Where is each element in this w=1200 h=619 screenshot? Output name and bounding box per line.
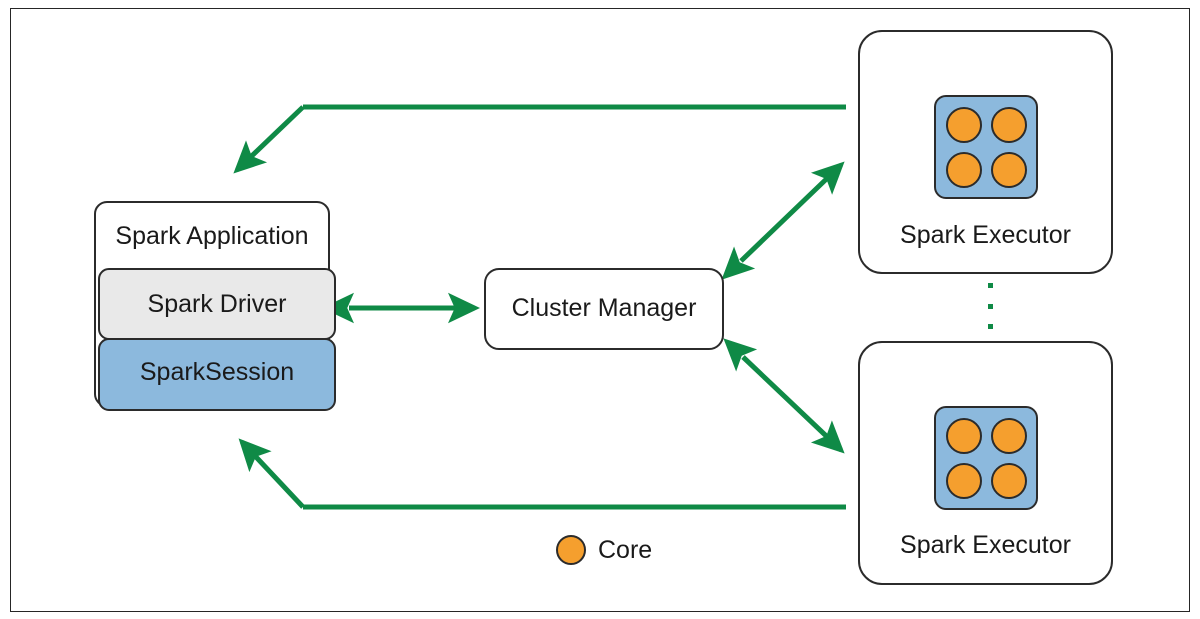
core-group-top (934, 95, 1038, 199)
legend-core: Core (556, 533, 652, 567)
spark-executor-bottom-label: Spark Executor (900, 531, 1071, 559)
core-icon (990, 151, 1027, 188)
arrow-bottom-executor-to-driver (238, 438, 846, 510)
core-circle-icon (556, 535, 586, 565)
core-group-bottom (934, 406, 1038, 510)
spark-driver-box[interactable] (98, 268, 336, 340)
core-icon (990, 462, 1027, 499)
arrow-cluster-manager-top-executor (721, 161, 845, 280)
spark-application-label: Spark Application (115, 222, 309, 250)
cluster-manager-box[interactable] (484, 268, 724, 350)
core-icon (945, 151, 982, 188)
arrow-cluster-manager-bottom-executor (723, 338, 845, 454)
spark-session-label: SparkSession (139, 358, 295, 386)
core-icon (945, 462, 982, 499)
core-icon (990, 106, 1027, 143)
ellipsis-dot (987, 283, 993, 288)
ellipsis-dot (987, 303, 993, 309)
arrow-driver-to-top-executor (233, 104, 846, 174)
spark-session-box[interactable] (98, 338, 336, 411)
core-icon (990, 417, 1027, 454)
legend-core-label: Core (598, 535, 653, 564)
spark-driver-label: Spark Driver (147, 290, 287, 318)
ellipsis-dot (987, 324, 993, 329)
core-icon (945, 417, 982, 454)
core-icon (945, 106, 982, 143)
executor-ellipsis-icon (984, 283, 996, 329)
spark-executor-top-label: Spark Executor (900, 221, 1071, 249)
cluster-manager-label: Cluster Manager (511, 294, 697, 322)
